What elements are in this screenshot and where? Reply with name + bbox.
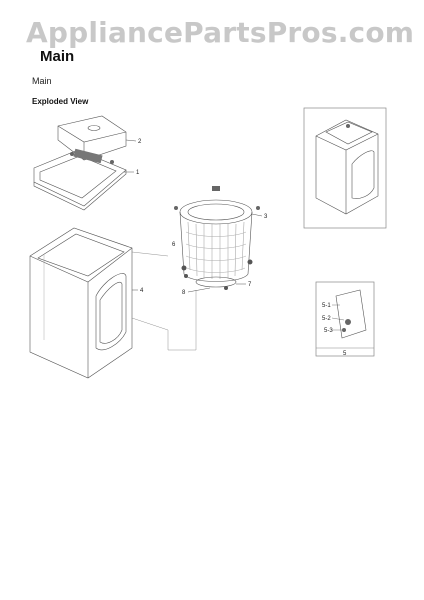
watermark-logo: AppliancePartsPros.com (26, 16, 415, 49)
part-tub-basket[interactable] (174, 186, 260, 290)
page-title: Main (40, 48, 75, 65)
washer-overview-box[interactable] (303, 107, 387, 229)
section-label: Main (32, 76, 52, 86)
part-top-panel[interactable]: 1 (33, 148, 140, 211)
callout-tub-ring-right: 3 (264, 214, 268, 220)
callout-tub-base: 8 (182, 290, 186, 296)
callout-tub-base-right: 7 (248, 282, 252, 288)
exploded-view-heading: Exploded View (32, 97, 89, 106)
callout-detail-box: 5 (343, 351, 347, 357)
callout-detail-2: 5-2 (322, 316, 331, 322)
callout-detail-1: 5-1 (322, 303, 331, 309)
callout-tub-ring-left: 6 (172, 242, 176, 248)
callout-detail-3: 5-3 (324, 328, 333, 334)
part-cabinet[interactable]: 4 (29, 227, 144, 379)
callout-cabinet: 4 (140, 288, 144, 294)
callout-top-panel: 1 (136, 170, 140, 176)
part-lid[interactable]: 2 (57, 115, 142, 161)
callout-lid: 2 (138, 139, 142, 145)
detail-box[interactable] (315, 281, 375, 357)
